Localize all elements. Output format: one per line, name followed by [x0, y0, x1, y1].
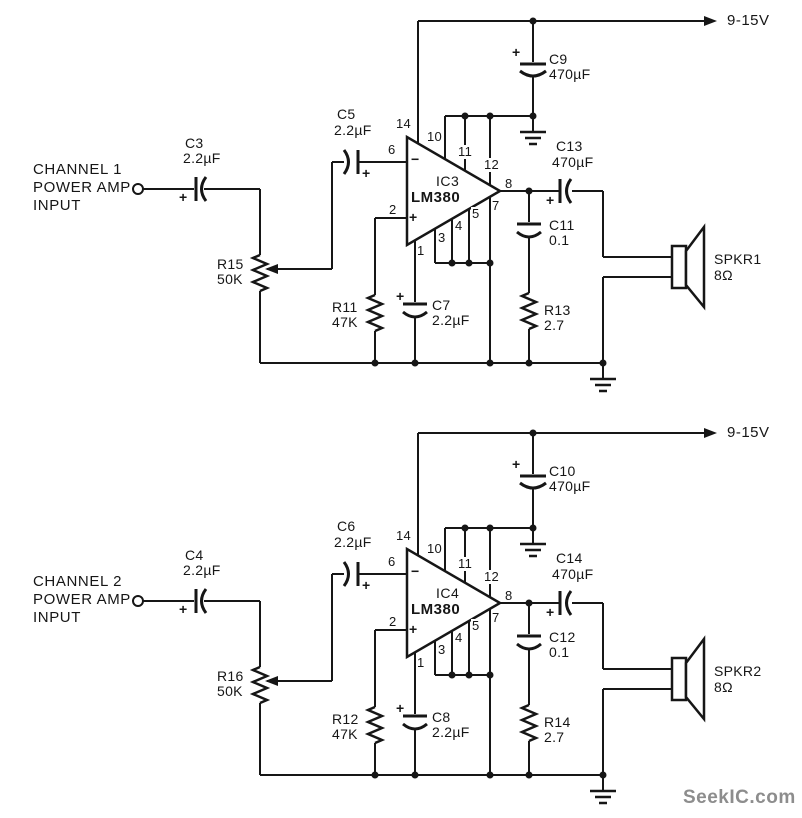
watermark: SeekIC.com — [683, 787, 796, 808]
bypass-cap-ref: C7 — [432, 297, 451, 313]
noninverting-input-sign: + — [409, 209, 418, 225]
pin-12-label: 12 — [483, 569, 501, 584]
input-label: CHANNEL 1 POWER AMP INPUT — [33, 161, 131, 215]
pin-6-label: 6 — [388, 142, 396, 157]
supply-cap-plus-sign: + — [512, 44, 521, 60]
pin-6-label: 6 — [388, 554, 396, 569]
input-label-line2: POWER AMP — [33, 179, 131, 196]
supply-cap-value: 470µF — [549, 66, 591, 82]
input-resistor-ref: R11 — [332, 299, 358, 315]
input-label-line1: CHANNEL 1 — [33, 161, 123, 178]
input-cap-value: 2.2µF — [183, 150, 221, 166]
output-cap-ref: C14 — [556, 550, 583, 566]
coupling-cap-value: 2.2µF — [334, 534, 372, 550]
volume-pot-value: 50K — [217, 683, 243, 699]
pin-12-label: 12 — [483, 157, 501, 172]
pin-4-label: 4 — [454, 218, 464, 233]
output-cap-ref: C13 — [556, 138, 583, 154]
speaker-ref: SPKR2 — [714, 663, 762, 679]
supply-cap-ref: C9 — [549, 51, 568, 67]
coupling-cap-ref: C6 — [337, 518, 356, 534]
pin-1-label: 1 — [417, 243, 425, 258]
input-label-line1: CHANNEL 2 — [33, 573, 123, 590]
pin-3-label: 3 — [437, 230, 447, 245]
coupling-cap-value: 2.2µF — [334, 122, 372, 138]
input-cap-plus-sign: + — [179, 601, 188, 617]
pin-7-label: 7 — [492, 610, 500, 625]
coupling-cap-plus-sign: + — [362, 577, 371, 593]
input-resistor-ref: R12 — [332, 711, 359, 727]
volume-pot-value: 50K — [217, 271, 243, 287]
input-cap-plus-sign: + — [179, 189, 188, 205]
speaker-ref: SPKR1 — [714, 251, 762, 267]
snubber-cap-ref: C12 — [549, 629, 576, 645]
pin-5-label: 5 — [471, 206, 481, 221]
snubber-cap-value: 0.1 — [549, 232, 570, 248]
pin-10-label: 10 — [426, 541, 444, 556]
pin-3-label: 3 — [437, 642, 447, 657]
pin-11-label: 11 — [457, 144, 474, 159]
snubber-resistor-ref: R13 — [544, 302, 571, 318]
snubber-resistor-ref: R14 — [544, 714, 571, 730]
input-cap-value: 2.2µF — [183, 562, 221, 578]
supply-voltage-label: 9-15V — [727, 424, 770, 441]
input-cap-ref: C3 — [185, 135, 204, 151]
ic-part-number: LM380 — [411, 601, 461, 618]
pin-8-label: 8 — [505, 588, 513, 603]
channel-1-section: CHANNEL 1 POWER AMP INPUT C3 2.2µF + R15… — [0, 0, 802, 406]
pin-2-label: 2 — [389, 202, 397, 217]
channel-2-section: CHANNEL 2 POWER AMP INPUT C4 2.2µF + R16… — [0, 412, 802, 818]
supply-cap-plus-sign: + — [512, 456, 521, 472]
supply-cap-ref: C10 — [549, 463, 576, 479]
inverting-input-sign: − — [411, 563, 420, 579]
output-cap-value: 470µF — [552, 566, 594, 582]
bypass-cap-value: 2.2µF — [432, 312, 470, 328]
ic-part-number: LM380 — [411, 189, 461, 206]
bypass-cap-ref: C8 — [432, 709, 451, 725]
input-resistor-value: 47K — [332, 726, 358, 742]
pin-2-label: 2 — [389, 614, 397, 629]
pin-10-label: 10 — [426, 129, 444, 144]
pin-1-label: 1 — [417, 655, 425, 670]
bypass-cap-plus-sign: + — [396, 700, 405, 716]
inverting-input-sign: − — [411, 151, 420, 167]
output-cap-plus-sign: + — [546, 192, 555, 208]
input-resistor-value: 47K — [332, 314, 358, 330]
supply-cap-value: 470µF — [549, 478, 591, 494]
pin-14-label: 14 — [396, 116, 412, 131]
output-cap-plus-sign: + — [546, 604, 555, 620]
input-cap-ref: C4 — [185, 547, 204, 563]
coupling-cap-ref: C5 — [337, 106, 356, 122]
snubber-cap-value: 0.1 — [549, 644, 570, 660]
pin-8-label: 8 — [505, 176, 513, 191]
pin-14-label: 14 — [396, 528, 412, 543]
input-label-line3: INPUT — [33, 197, 81, 214]
pin-11-label: 11 — [457, 556, 474, 571]
input-label: CHANNEL 2 POWER AMP INPUT — [33, 573, 131, 627]
input-label-line2: POWER AMP — [33, 591, 131, 608]
bypass-cap-value: 2.2µF — [432, 724, 470, 740]
bypass-cap-plus-sign: + — [396, 288, 405, 304]
coupling-cap-plus-sign: + — [362, 165, 371, 181]
pin-5-label: 5 — [471, 618, 481, 633]
volume-pot-ref: R16 — [217, 668, 244, 684]
snubber-cap-ref: C11 — [549, 217, 575, 233]
snubber-resistor-value: 2.7 — [544, 729, 565, 745]
volume-pot-ref: R15 — [217, 256, 244, 272]
supply-voltage-label: 9-15V — [727, 12, 770, 29]
output-cap-value: 470µF — [552, 154, 594, 170]
ic-ref: IC3 — [436, 173, 460, 189]
pin-4-label: 4 — [454, 630, 464, 645]
pin-7-label: 7 — [492, 198, 500, 213]
speaker-value: 8Ω — [714, 267, 733, 283]
noninverting-input-sign: + — [409, 621, 418, 637]
snubber-resistor-value: 2.7 — [544, 317, 565, 333]
input-label-line3: INPUT — [33, 609, 81, 626]
speaker-value: 8Ω — [714, 679, 733, 695]
ic-ref: IC4 — [436, 585, 460, 601]
